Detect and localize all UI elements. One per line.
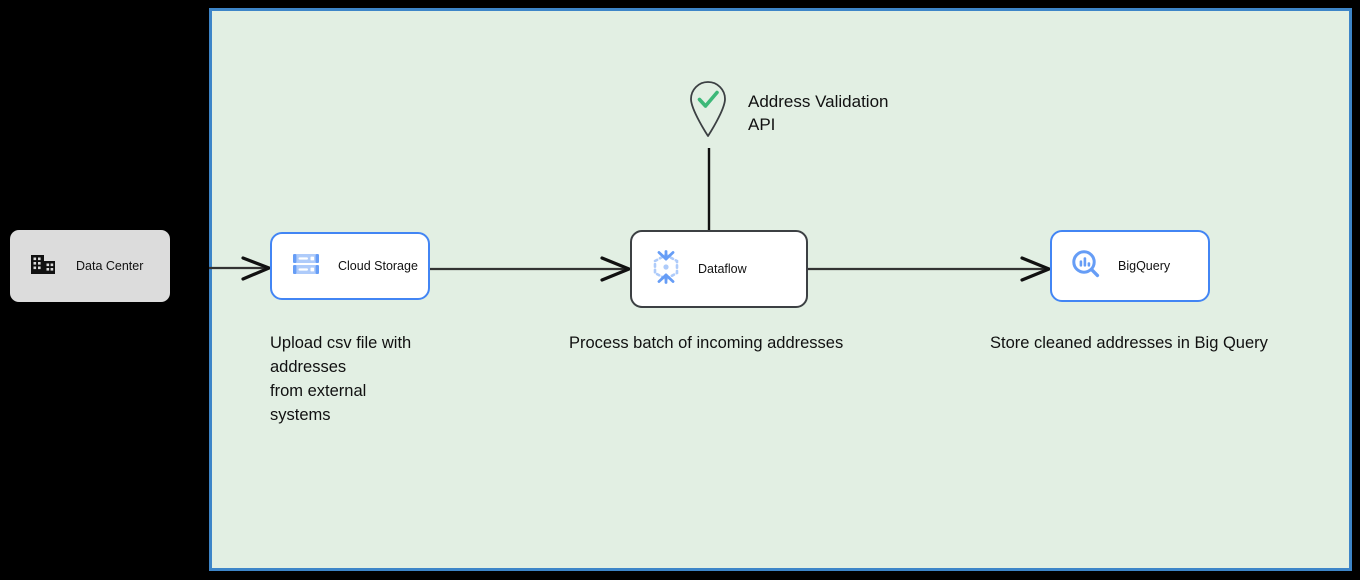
dataflow-icon (650, 249, 682, 289)
node-cloud-storage[interactable]: Cloud Storage (270, 232, 430, 300)
cloud-storage-icon (290, 248, 322, 285)
building-icon (28, 249, 58, 284)
node-address-validation-api[interactable] (685, 76, 731, 138)
node-address-validation-api-label: Address Validation API (748, 92, 889, 134)
bigquery-icon (1070, 248, 1102, 285)
map-pin-check-icon (685, 81, 731, 142)
node-bigquery[interactable]: BigQuery (1050, 230, 1210, 302)
caption-upload: Upload csv file with addresses from exte… (270, 334, 412, 424)
node-dataflow[interactable]: Dataflow (630, 230, 808, 308)
caption-store: Store cleaned addresses in Big Query (990, 334, 1268, 352)
node-data-center-label: Data Center (76, 259, 144, 273)
node-cloud-storage-label: Cloud Storage (338, 259, 418, 273)
node-data-center[interactable]: Data Center (10, 230, 170, 302)
caption-process: Process batch of incoming addresses (569, 334, 844, 352)
node-bigquery-label: BigQuery (1118, 259, 1171, 273)
node-dataflow-label: Dataflow (698, 262, 747, 276)
